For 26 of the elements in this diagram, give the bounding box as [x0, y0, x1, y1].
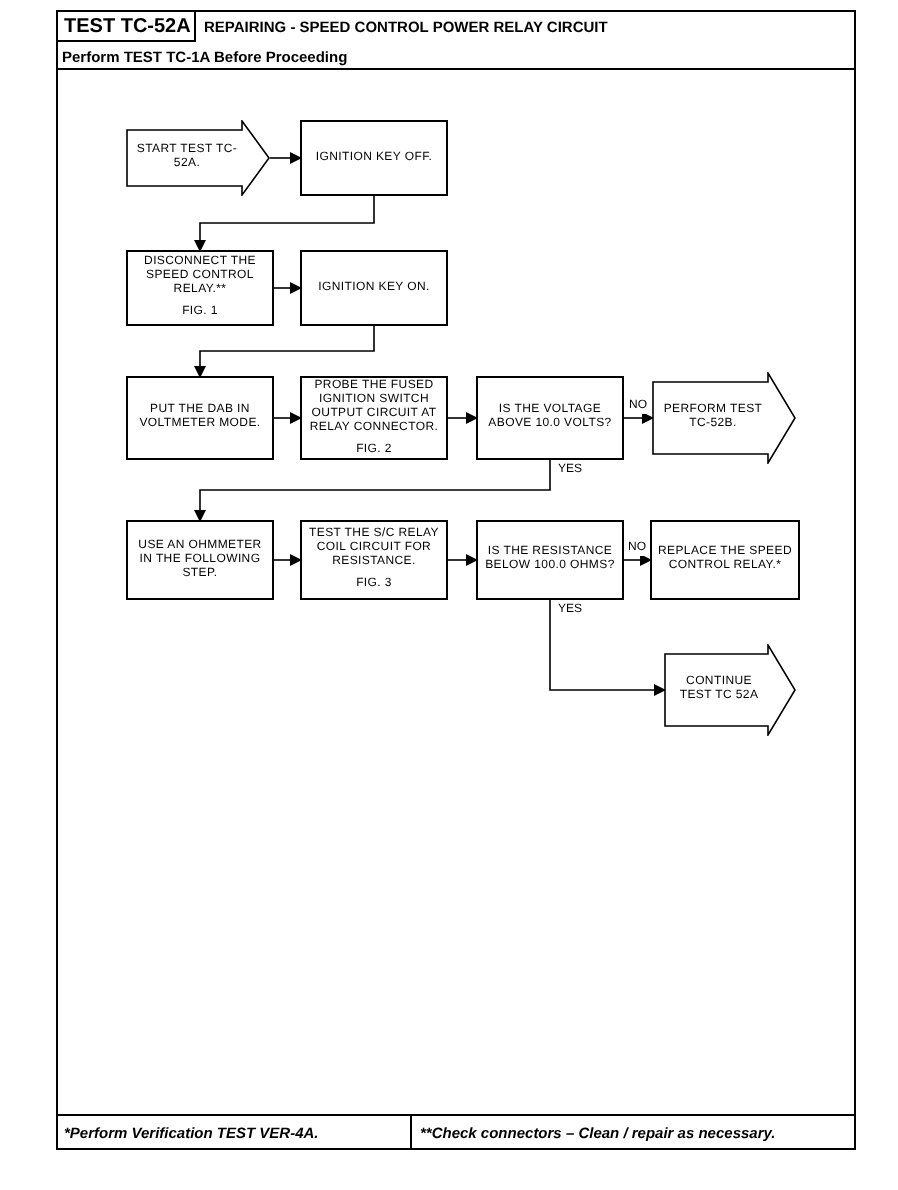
- decision-box: [476, 520, 624, 600]
- process-box: [300, 250, 448, 326]
- process-box: [126, 520, 274, 600]
- connector-arrow: [623, 554, 652, 566]
- process-box: [300, 376, 448, 460]
- connector-arrow: [194, 325, 375, 378]
- connector-arrow: [194, 459, 551, 522]
- connector-arrow: [273, 554, 302, 566]
- process-box: [126, 376, 274, 460]
- process-box: [300, 120, 448, 196]
- process-box: [300, 520, 448, 600]
- connector-arrow: [549, 599, 666, 696]
- connector-arrow: [269, 152, 302, 164]
- decision-box: [476, 376, 624, 460]
- connector-arrow: [447, 412, 478, 424]
- connector-arrow: [623, 412, 654, 424]
- connector-arrow: [273, 412, 302, 424]
- connector-arrow: [273, 282, 302, 294]
- arrow-shaped-box: [652, 372, 796, 464]
- connector-arrow: [447, 554, 478, 566]
- process-box: [126, 250, 274, 326]
- process-box: [650, 520, 800, 600]
- connector-arrow: [194, 195, 375, 252]
- test-number: TEST TC-52A: [64, 13, 191, 41]
- arrow-shaped-box: [126, 120, 270, 196]
- arrow-shaped-box: [664, 644, 796, 736]
